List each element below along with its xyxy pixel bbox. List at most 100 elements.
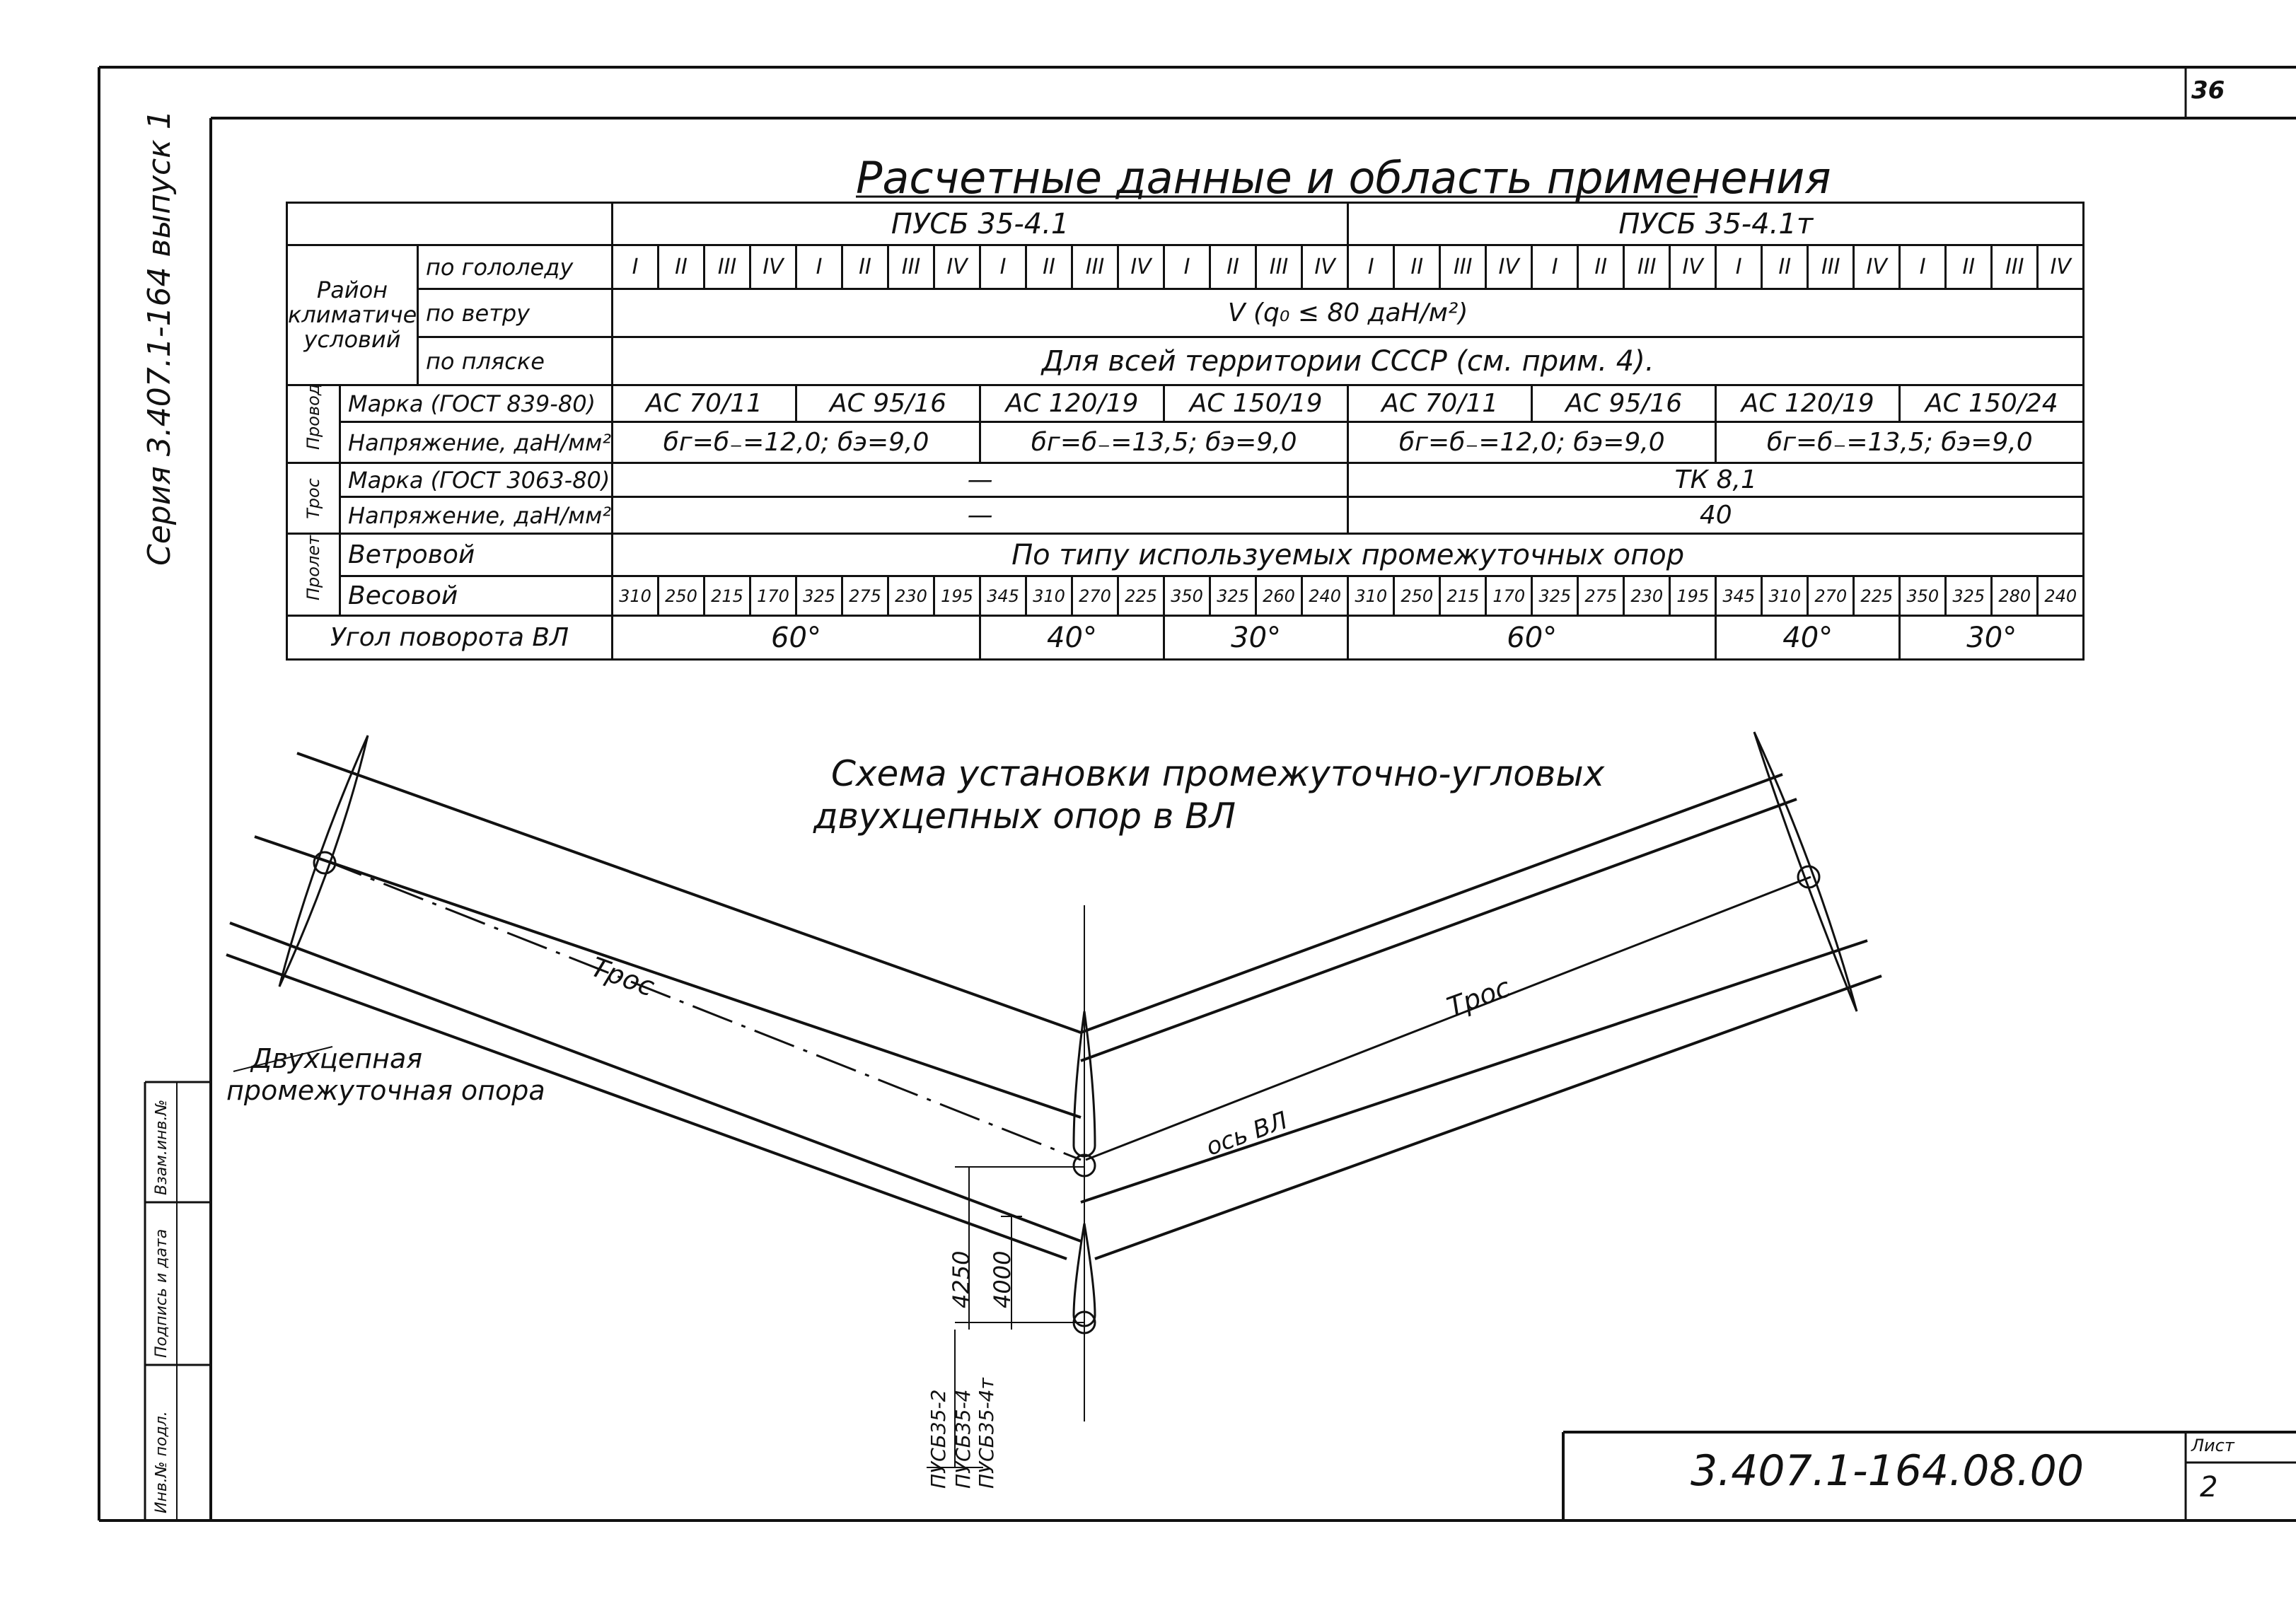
angle-cell: 60°: [1347, 615, 1717, 661]
ice-cell: I: [979, 244, 1027, 290]
weight-span-cell: 270: [1807, 575, 1855, 617]
weight-span-cell: 230: [1623, 575, 1671, 617]
rope-brand-label: Марка (ГОСТ 3063-80): [339, 462, 613, 498]
stamp-signature-date: Подпись и дата: [153, 1228, 170, 1358]
ice-cell: II: [1944, 244, 1993, 290]
weight-span-cell: 225: [1853, 575, 1901, 617]
ice-cell: IV: [1485, 244, 1533, 290]
weight-span-cell: 325: [1209, 575, 1257, 617]
ice-cell: II: [1393, 244, 1442, 290]
dance-value: Для всей территории СССР (см. прим. 4).: [610, 336, 2085, 386]
diagram-title-line2: двухцепных опор в ВЛ: [813, 796, 1236, 837]
ice-cell: I: [1531, 244, 1579, 290]
rope-group-text: Трос: [303, 477, 323, 519]
weight-span-cell: 170: [1485, 575, 1533, 617]
ice-cell: I: [1715, 244, 1763, 290]
weight-span-cell: 195: [933, 575, 981, 617]
angle-cell: 30°: [1898, 615, 2085, 661]
dimension-4000: 4000: [989, 1250, 1016, 1308]
type-label: ПУСБ35-4т: [975, 1378, 998, 1489]
rope-stress-g1: —: [610, 496, 1350, 535]
wind-label: по ветру: [417, 288, 613, 338]
stamp-inv-podl: Инв.№ подл.: [153, 1411, 170, 1513]
angle-cell: 60°: [611, 615, 981, 661]
ice-cell: II: [1209, 244, 1257, 290]
weight-span-cell: 215: [703, 575, 751, 617]
angle-cell: 30°: [1162, 615, 1350, 661]
ice-cell: II: [841, 244, 889, 290]
wire-brand: АС 150/19: [1162, 384, 1350, 423]
type-label: ПУСБ35-4: [951, 1389, 975, 1489]
wind-span-value: По типу используемых промежуточных опор: [610, 533, 2085, 577]
ice-cell: III: [703, 244, 751, 290]
ice-cell: I: [795, 244, 843, 290]
wire-group-text: Провод: [303, 385, 323, 450]
weight-span-cell: 350: [1898, 575, 1947, 617]
sheet-label: Лист: [2191, 1436, 2234, 1455]
wire-group-label: Провод: [286, 384, 341, 464]
ice-cell: II: [1761, 244, 1809, 290]
angle-label: Угол поворота ВЛ: [286, 615, 613, 661]
wind-span-label: Ветровой: [339, 533, 613, 577]
group-header-1: ПУСБ 35-4.1: [610, 202, 1350, 246]
weight-span-cell: 240: [2036, 575, 2085, 617]
weight-span-cell: 325: [1944, 575, 1993, 617]
weight-span-cell: 260: [1255, 575, 1303, 617]
ice-cell: IV: [1117, 244, 1165, 290]
wire-brand: АС 120/19: [979, 384, 1165, 423]
wire-brand: АС 70/11: [611, 384, 797, 423]
wire-brand: АС 150/24: [1898, 384, 2085, 423]
weight-span-cell: 195: [1669, 575, 1717, 617]
ice-cell: III: [1807, 244, 1855, 290]
table-corner: [286, 202, 613, 246]
ice-cell: III: [1990, 244, 2039, 290]
weight-span-cell: 215: [1439, 575, 1488, 617]
rope-brand-g1: —: [610, 462, 1350, 498]
weight-span-cell: 275: [841, 575, 889, 617]
wind-value: V (q₀ ≤ 80 даН/м²): [610, 288, 2085, 338]
wire-stress: бг=б₋=13,5; бэ=9,0: [978, 421, 1350, 464]
weight-span-cell: 325: [795, 575, 843, 617]
wire-brand-label: Марка (ГОСТ 839-80): [339, 384, 613, 423]
ice-cell: III: [1439, 244, 1488, 290]
ice-cell: IV: [1300, 244, 1350, 290]
weight-span-cell: 325: [1531, 575, 1579, 617]
ice-cell: IV: [933, 244, 981, 290]
weight-span-label: Весовой: [339, 575, 613, 617]
table-title: Расчетные данные и область применения: [856, 152, 1831, 204]
type-label: ПУСБ35-2: [927, 1389, 950, 1489]
weight-span-cell: 250: [657, 575, 705, 617]
ice-cell: III: [1623, 244, 1671, 290]
ice-label: по гололеду: [417, 244, 613, 290]
ice-cell: III: [1255, 244, 1303, 290]
weight-span-cell: 345: [979, 575, 1027, 617]
angle-cell: 40°: [979, 615, 1165, 661]
ice-cell: II: [1025, 244, 1073, 290]
wire-brand: АС 95/16: [795, 384, 981, 423]
weight-span-cell: 270: [1071, 575, 1119, 617]
wire-brand: АС 70/11: [1347, 384, 1533, 423]
dimension-4250: 4250: [948, 1250, 975, 1308]
wire-stress: бг=б₋=13,5; бэ=9,0: [1715, 421, 2085, 464]
weight-span-cell: 280: [1990, 575, 2039, 617]
span-group-text: Пролет: [303, 535, 323, 600]
climate-label: Район климатических условий: [286, 244, 419, 386]
weight-span-cell: 170: [749, 575, 797, 617]
span-group-label: Пролет: [286, 533, 341, 617]
document-code: 3.407.1-164.08.00: [1691, 1446, 2085, 1496]
ice-cell: I: [1163, 244, 1211, 290]
weight-span-cell: 240: [1300, 575, 1350, 617]
rope-group-label: Трос: [286, 462, 341, 535]
ice-cell: III: [887, 244, 935, 290]
ice-cell: II: [657, 244, 705, 290]
wire-brand: АС 120/19: [1715, 384, 1901, 423]
page-number: 36: [2191, 76, 2225, 105]
weight-span-cell: 250: [1393, 575, 1442, 617]
weight-span-cell: 310: [1025, 575, 1073, 617]
wire-stress-label: Напряжение, даН/мм²: [339, 421, 613, 464]
ice-cell: I: [1347, 244, 1396, 290]
dance-label: по пляске: [417, 336, 613, 386]
support-label-line1: Двухцепная: [251, 1043, 423, 1074]
support-label-line2: промежуточная опора: [226, 1075, 545, 1106]
